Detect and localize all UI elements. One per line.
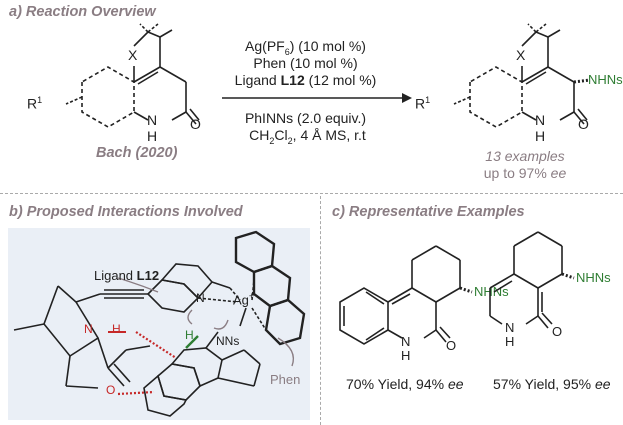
ch-h-label: H (185, 328, 194, 342)
substrate-o-label: O (190, 116, 201, 132)
interaction-structure (13, 230, 306, 417)
example2-yield: 57% Yield, 95% ee (493, 376, 611, 392)
example2-o-label: O (552, 324, 563, 339)
ligand-n-label: N (196, 291, 205, 305)
example2-h-label: H (505, 334, 515, 349)
example1-yield: 70% Yield, 94% ee (346, 376, 464, 392)
example2-nhns-label: NHNs (576, 270, 611, 285)
panel-b-title: b) Proposed Interactions Involved (9, 204, 243, 220)
silver-label: Ag+ (233, 291, 255, 308)
substrate-h-label: H (147, 128, 158, 144)
substrate-r1-label: R1 (27, 95, 43, 112)
example1-n-label: N (401, 334, 411, 349)
product-x-label: X (516, 47, 526, 63)
condition-line1: Ag(PF6) (10 mol %) (245, 38, 366, 57)
product-o-label: O (578, 116, 589, 132)
product-h-label: H (535, 128, 546, 144)
panel-a-title: a) Reaction Overview (9, 4, 156, 20)
condition-line3: Ligand L12 (12 mol %) (234, 72, 377, 88)
ligand-label: Ligand L12 (94, 268, 160, 283)
example1-structure (339, 245, 473, 345)
condition-line4: PhINNs (2.0 equiv.) (244, 110, 367, 126)
product-structure (453, 23, 591, 128)
scope-ee: up to 97% ee (483, 165, 567, 181)
scope-examples: 13 examples (485, 148, 565, 164)
condition-line2: Phen (10 mol %) (253, 55, 358, 71)
horizontal-divider (0, 193, 623, 194)
panel-c-title: c) Representative Examples (332, 204, 525, 220)
phen-label: Phen (270, 372, 301, 387)
reaction-arrow (222, 93, 412, 103)
amide-h-label: H (112, 322, 121, 336)
carbonyl-o-label: O (106, 383, 116, 397)
condition-line5: CH2Cl2, 4 Å MS, r.t (249, 127, 366, 146)
interaction-panel-background (8, 228, 310, 420)
example1-h-label: H (401, 348, 411, 363)
example2-n-label: N (505, 320, 515, 335)
vertical-divider (320, 196, 321, 425)
reference-label: Bach (2020) (96, 145, 178, 161)
product-n-label: N (535, 112, 546, 128)
substrate-structure (65, 23, 200, 128)
nns-label: NNs (216, 334, 240, 348)
example2-structure (489, 231, 575, 329)
example1-o-label: O (446, 338, 457, 353)
amide-n-label: N (84, 322, 93, 336)
product-r1-label: R1 (415, 95, 431, 112)
substrate-n-label: N (147, 112, 158, 128)
substrate-x-label: X (128, 47, 138, 63)
product-nhns-label: NHNs (588, 72, 623, 87)
